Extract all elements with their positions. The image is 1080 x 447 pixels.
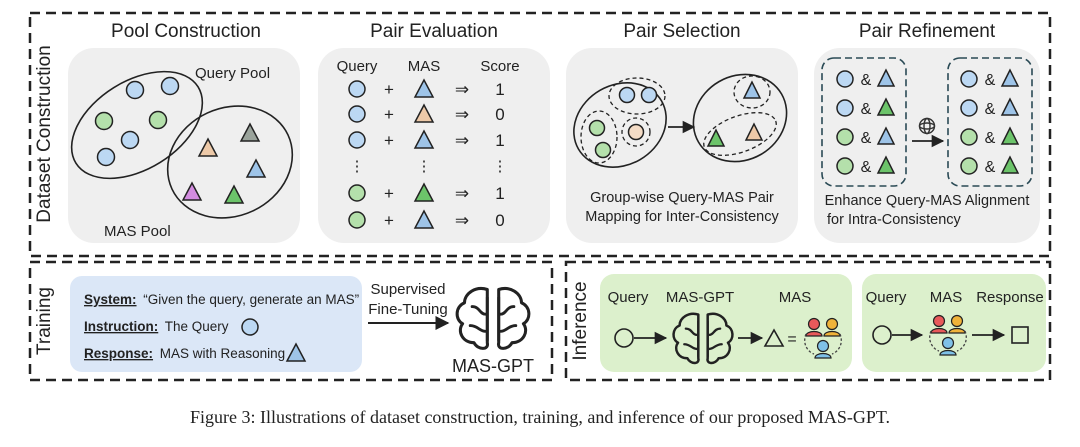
response-square-icon xyxy=(1011,326,1029,344)
mas-pool-ellipse xyxy=(166,105,294,219)
eval-header-score: Score xyxy=(480,58,519,75)
dataset-construction-section: Dataset Construction Pool Construction Q… xyxy=(28,11,1052,258)
llm-logo-icon xyxy=(918,117,936,135)
pair-refinement-title: Pair Refinement xyxy=(859,21,996,42)
inference-mas-label-2: MAS xyxy=(930,289,963,306)
svg-text:+: + xyxy=(384,80,394,99)
pair-selection-title: Pair Selection xyxy=(623,21,740,42)
svg-text:⋮: ⋮ xyxy=(493,158,508,175)
refinement-after-pairs xyxy=(960,68,1020,175)
svg-text:1: 1 xyxy=(495,80,504,99)
eval-row-1: + ⇒ 1 xyxy=(348,78,505,99)
svg-text:⋮: ⋮ xyxy=(350,158,365,175)
eval-row-4: + ⇒ 1 xyxy=(348,182,505,203)
sft-label-line2: Fine-Tuning xyxy=(368,301,447,318)
eval-header-mas: MAS xyxy=(408,58,441,75)
training-response-line: Response: MAS with Reasoning xyxy=(84,346,285,361)
pair-refinement-panel: Pair Refinement & & & & & & & xyxy=(814,21,1040,243)
dataset-construction-label: Dataset Construction xyxy=(34,45,55,222)
sft-label-line1: Supervised xyxy=(370,281,445,298)
svg-text:⇒: ⇒ xyxy=(455,211,469,230)
pool-construction-title: Pool Construction xyxy=(111,21,261,42)
svg-text:1: 1 xyxy=(495,131,504,150)
inference-label: Inference xyxy=(570,281,591,360)
svg-text:+: + xyxy=(384,131,394,150)
query-pool-label: Query Pool xyxy=(195,65,270,82)
pair-evaluation-panel: Pair Evaluation Query MAS Score + ⇒ 1 + … xyxy=(318,21,550,243)
svg-text:&: & xyxy=(985,130,996,147)
svg-text:&: & xyxy=(861,159,872,176)
query-circles xyxy=(94,76,180,167)
selection-caption-line2: Mapping for Inter-Consistency xyxy=(585,209,779,225)
eval-row-3: + ⇒ 1 xyxy=(348,129,505,150)
selection-caption-line1: Group-wise Query-MAS Pair xyxy=(590,190,774,206)
inference-query-label-2: Query xyxy=(866,289,907,306)
svg-text:&: & xyxy=(861,72,872,89)
brain-icon xyxy=(455,286,531,350)
training-instruction-line: Instruction: The Query xyxy=(84,319,229,334)
svg-text:⇒: ⇒ xyxy=(455,184,469,203)
svg-text:+: + xyxy=(384,184,394,203)
svg-text:⇒: ⇒ xyxy=(455,80,469,99)
eval-row-ellipsis: ⋮ ⋮ ⋮ xyxy=(350,158,508,175)
svg-text:⇒: ⇒ xyxy=(455,105,469,124)
svg-text:&: & xyxy=(861,130,872,147)
pair-evaluation-title: Pair Evaluation xyxy=(370,21,498,42)
refinement-caption-line2: for Intra-Consistency xyxy=(827,212,962,228)
svg-text:&: & xyxy=(985,101,996,118)
svg-text:⇒: ⇒ xyxy=(455,131,469,150)
inference-query-label: Query xyxy=(608,289,649,306)
training-label: Training xyxy=(34,287,55,355)
query-pool-ellipse xyxy=(70,70,204,180)
pool-construction-panel: Pool Construction Query Pool MAS Pool xyxy=(68,21,300,243)
svg-text:&: & xyxy=(985,72,996,89)
figure-caption: Figure 3: Illustrations of dataset const… xyxy=(190,407,890,427)
training-section: Training System: “Given the query, gener… xyxy=(28,260,554,382)
svg-text:0: 0 xyxy=(495,211,504,230)
svg-text:=: = xyxy=(787,331,796,348)
refinement-caption-line1: Enhance Query-MAS Alignment xyxy=(825,193,1030,209)
svg-text:⋮: ⋮ xyxy=(417,158,432,175)
inference-response-label: Response xyxy=(976,289,1044,306)
inference-section: Inference Query MAS-GPT MAS = Query MAS … xyxy=(564,260,1052,382)
svg-text:+: + xyxy=(384,211,394,230)
pair-selection-panel: Pair Selection Group-wise Query-MAS Pair… xyxy=(566,21,798,243)
eval-row-5: + ⇒ 0 xyxy=(348,209,505,230)
training-prompt-box xyxy=(70,276,362,372)
svg-text:1: 1 xyxy=(495,184,504,203)
inference-model-label: MAS-GPT xyxy=(666,289,734,306)
inference-mas-label: MAS xyxy=(779,289,812,306)
svg-text:0: 0 xyxy=(495,105,504,124)
svg-text:&: & xyxy=(861,101,872,118)
svg-text:+: + xyxy=(384,105,394,124)
training-model-label: MAS-GPT xyxy=(452,356,534,376)
eval-row-2: + ⇒ 0 xyxy=(348,103,505,124)
refinement-before-pairs xyxy=(836,68,896,175)
svg-text:&: & xyxy=(985,159,996,176)
mas-pool-label: MAS Pool xyxy=(104,223,171,240)
eval-header-query: Query xyxy=(337,58,378,75)
training-system-line: System: “Given the query, generate an MA… xyxy=(84,292,359,307)
mas-triangles xyxy=(181,122,267,204)
